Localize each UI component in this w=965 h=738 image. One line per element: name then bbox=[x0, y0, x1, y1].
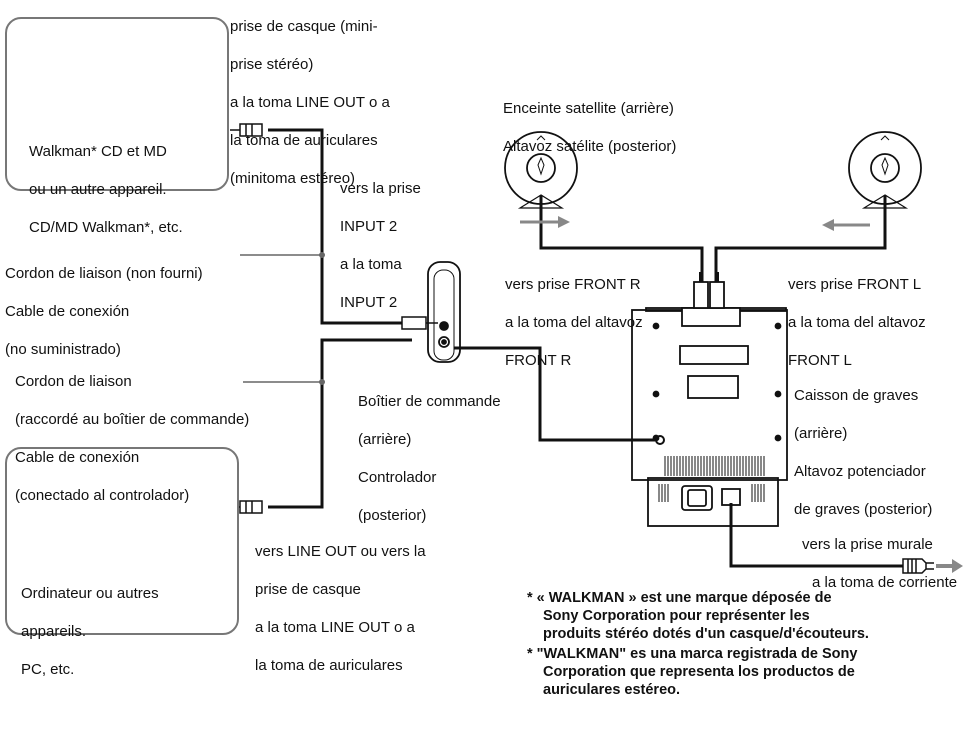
label-line: la toma de auriculares bbox=[230, 132, 378, 149]
label-line: Boîtier de commande bbox=[358, 393, 501, 410]
walkman-cable bbox=[268, 128, 412, 325]
label-line: Altavoz potenciador bbox=[794, 463, 926, 480]
label-line: INPUT 2 bbox=[340, 294, 398, 311]
label-line: (raccordé au boîtier de commande) bbox=[15, 411, 250, 428]
pc-cable bbox=[268, 338, 412, 509]
footnote-walkman-es: * "WALKMAN" es una marca registrada de S… bbox=[527, 645, 857, 699]
label-line: Cordon de liaison bbox=[15, 373, 132, 390]
label-line: ou un autre appareil. bbox=[29, 181, 167, 198]
arrow-right-icon bbox=[936, 559, 963, 573]
line-out-label: vers LINE OUT ou vers la prise de casque… bbox=[255, 523, 426, 675]
label-line: Corporation que representa los productos… bbox=[543, 664, 855, 680]
label-line: a la toma de corriente bbox=[812, 574, 958, 591]
label-line: a la toma bbox=[340, 256, 402, 273]
label-line: Altavoz satélite (posterior) bbox=[503, 138, 677, 155]
front-r-label: vers prise FRONT R a la toma del altavoz… bbox=[505, 256, 643, 370]
arrow-right-icon bbox=[520, 216, 570, 228]
wall-outlet-label: vers la prise murale a la toma de corrie… bbox=[802, 516, 957, 592]
walkman-label: Walkman* CD et MD ou un autre appareil. … bbox=[29, 123, 225, 237]
label-line: Cable de conexión bbox=[15, 449, 140, 466]
input2-plug bbox=[401, 316, 438, 330]
arrow-left-icon bbox=[822, 219, 870, 231]
subwoofer-label: Caisson de graves (arrière) Altavoz pote… bbox=[794, 367, 932, 519]
speaker-l-cable bbox=[714, 195, 887, 282]
footnote-walkman-fr: * « WALKMAN » est une marque déposée de … bbox=[527, 589, 869, 643]
label-line: auriculares estéreo. bbox=[543, 682, 681, 698]
label-line: de graves (posterior) bbox=[794, 501, 933, 518]
label-line: vers la prise murale bbox=[802, 536, 933, 553]
label-line: a la toma LINE OUT o a bbox=[255, 619, 415, 636]
label-line: * « WALKMAN » est une marque déposée de bbox=[527, 590, 832, 606]
cord-connected-label: Cordon de liaison (raccordé au boîtier d… bbox=[15, 353, 249, 505]
label-line: produits stéréo dotés d'un casque/d'écou… bbox=[543, 626, 869, 642]
label-line: prise de casque bbox=[255, 581, 361, 598]
walkman-device-box: Walkman* CD et MD ou un autre appareil. … bbox=[5, 17, 229, 236]
subwoofer-icon bbox=[631, 272, 788, 527]
label-line: FRONT L bbox=[788, 352, 852, 369]
label-line: (minitoma estéreo) bbox=[230, 170, 356, 187]
satellite-speaker-right bbox=[504, 131, 578, 209]
label-line: (posterior) bbox=[358, 507, 427, 524]
label-line: FRONT R bbox=[505, 352, 572, 369]
label-line: * "WALKMAN" es una marca registrada de S… bbox=[527, 646, 858, 662]
control-to-subwoofer-cable bbox=[454, 346, 655, 442]
label-line: (arrière) bbox=[794, 425, 848, 442]
label-line: Cable de conexión bbox=[5, 303, 130, 320]
input2-label: vers la prise INPUT 2 a la toma INPUT 2 bbox=[340, 160, 421, 312]
label-line: a la toma del altavoz bbox=[788, 314, 926, 331]
label-line: Caisson de graves bbox=[794, 387, 919, 404]
label-line: Sony Corporation pour représenter les bbox=[543, 608, 810, 624]
computer-label: Ordinateur ou autres appareils. PC, etc. bbox=[21, 565, 221, 679]
label-line: vers prise FRONT R bbox=[505, 276, 641, 293]
label-line: appareils. bbox=[21, 623, 87, 640]
label-line: Cordon de liaison (non fourni) bbox=[5, 265, 203, 282]
control-box-icon bbox=[427, 261, 461, 363]
power-plug-icon bbox=[902, 558, 934, 574]
label-line: (no suministrado) bbox=[5, 341, 121, 358]
cord-not-supplied-label: Cordon de liaison (non fourni) Cable de … bbox=[5, 245, 203, 359]
front-l-label: vers prise FRONT L a la toma del altavoz… bbox=[788, 256, 926, 370]
headphone-jack-label: prise de casque (mini- prise stéréo) a l… bbox=[230, 0, 390, 188]
label-line: Enceinte satellite (arrière) bbox=[503, 100, 674, 117]
label-line: la toma de auriculares bbox=[255, 657, 403, 674]
label-line: a la toma LINE OUT o a bbox=[230, 94, 390, 111]
control-box-label: Boîtier de commande (arrière) Controlado… bbox=[358, 373, 501, 525]
label-line: vers LINE OUT ou vers la bbox=[255, 543, 426, 560]
label-line: Walkman* CD et MD bbox=[29, 143, 167, 160]
label-line: (arrière) bbox=[358, 431, 412, 448]
satellite-speaker-label: Enceinte satellite (arrière) Altavoz sat… bbox=[503, 80, 676, 156]
label-line: CD/MD Walkman*, etc. bbox=[29, 219, 183, 236]
label-line: Ordinateur ou autres bbox=[21, 585, 159, 602]
label-line: Controlador bbox=[358, 469, 437, 486]
walkman-plug bbox=[230, 123, 263, 137]
satellite-speaker-left bbox=[848, 131, 922, 209]
power-cord bbox=[729, 503, 908, 568]
label-line: a la toma del altavoz bbox=[505, 314, 643, 331]
label-line: prise stéréo) bbox=[230, 56, 314, 73]
label-line: (conectado al controlador) bbox=[15, 487, 190, 504]
label-line: vers prise FRONT L bbox=[788, 276, 922, 293]
label-line: prise de casque (mini- bbox=[230, 18, 378, 35]
label-line: PC, etc. bbox=[21, 661, 75, 678]
label-line: vers la prise bbox=[340, 180, 421, 197]
label-line: INPUT 2 bbox=[340, 218, 398, 235]
computer-device-box: Ordinateur ou autres appareils. PC, etc. bbox=[5, 447, 239, 678]
